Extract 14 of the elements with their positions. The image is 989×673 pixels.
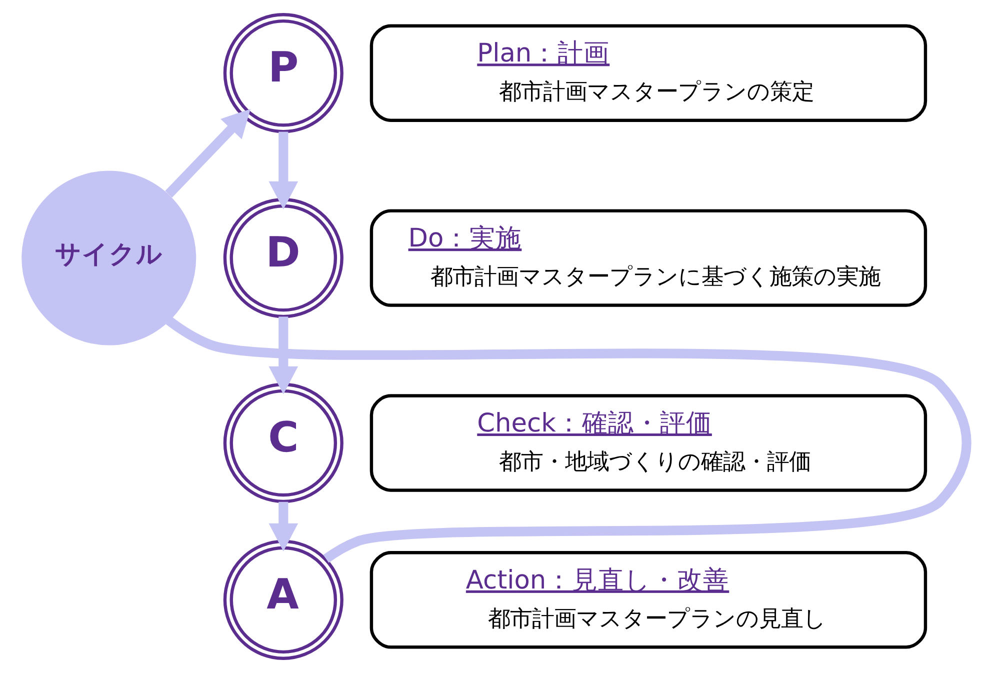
node-box: Do：実施 都市計画マスタープランに基づく施策の実施	[370, 209, 928, 307]
node-box: Check：確認・評価 都市・地域づくりの確認・評価	[370, 394, 928, 492]
arrow	[268, 132, 298, 210]
node-box: Action：見直し・改善 都市計画マスタープランの見直し	[370, 551, 928, 649]
arrow	[268, 502, 298, 552]
arrow	[268, 316, 298, 394]
node-circle: サイクル	[22, 170, 196, 346]
node-circle: A	[223, 540, 344, 660]
arrow	[165, 108, 250, 198]
node-box: Plan：計画 都市計画マスタープランの策定	[370, 24, 928, 122]
connector	[166, 316, 971, 563]
node-circle: C	[223, 382, 344, 504]
node-circle: P	[223, 13, 344, 134]
node-circle: D	[223, 198, 344, 318]
